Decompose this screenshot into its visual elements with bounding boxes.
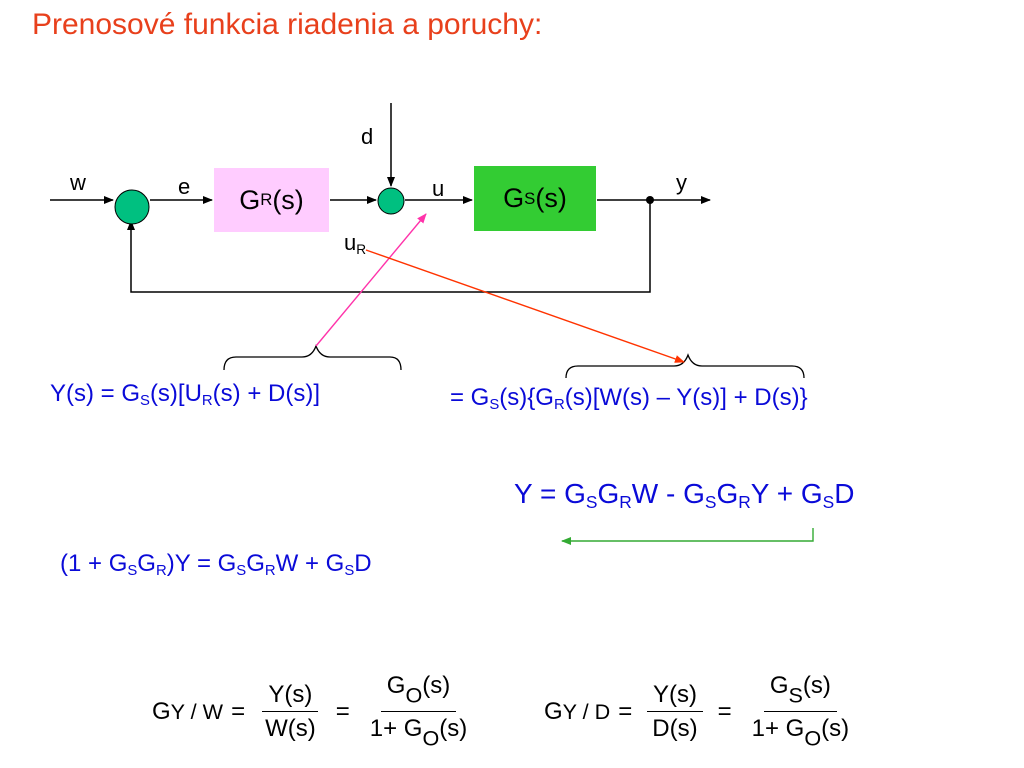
- equation-rearranged: (1 + GSGR)Y = GSGRW + GSD: [60, 550, 372, 580]
- brace-left: [223, 344, 402, 371]
- fraction-yd-result: GS(s) 1+ GO(s): [751, 672, 850, 751]
- green-arrow: [561, 528, 814, 545]
- equation-output-1: Y(s) = GS(s)[UR(s) + D(s)]: [50, 380, 320, 410]
- signal-label-y: y: [676, 170, 687, 195]
- feedback-path: [127, 200, 651, 293]
- signal-label-d: d: [361, 124, 374, 149]
- equation-expanded: Y = GSGRW - GSGRY + GSD: [514, 478, 855, 512]
- page-title: Prenosové funkcia riadenia a poruchy:: [32, 8, 543, 41]
- signal-label-w: w: [70, 170, 86, 195]
- branch-point: [646, 196, 654, 204]
- signal-label-ur: uR: [344, 230, 367, 257]
- signal-label-u: u: [432, 176, 445, 201]
- summing-junction-error: [114, 189, 150, 225]
- fraction-yd-ratio: Y(s) D(s): [646, 681, 703, 743]
- fraction-yw-result: GO(s) 1+ GO(s): [369, 672, 468, 751]
- fraction-yw-ratio: Y(s) W(s): [259, 681, 322, 743]
- red-arrow: [365, 249, 685, 363]
- signal-label-e: e: [178, 174, 191, 199]
- equation-output-2: = GS(s){GR(s)[W(s) – Y(s)] + D(s)}: [450, 384, 808, 414]
- summing-junction-disturbance: [377, 187, 405, 215]
- pink-arrow: [315, 213, 427, 347]
- brace-right: [565, 353, 805, 379]
